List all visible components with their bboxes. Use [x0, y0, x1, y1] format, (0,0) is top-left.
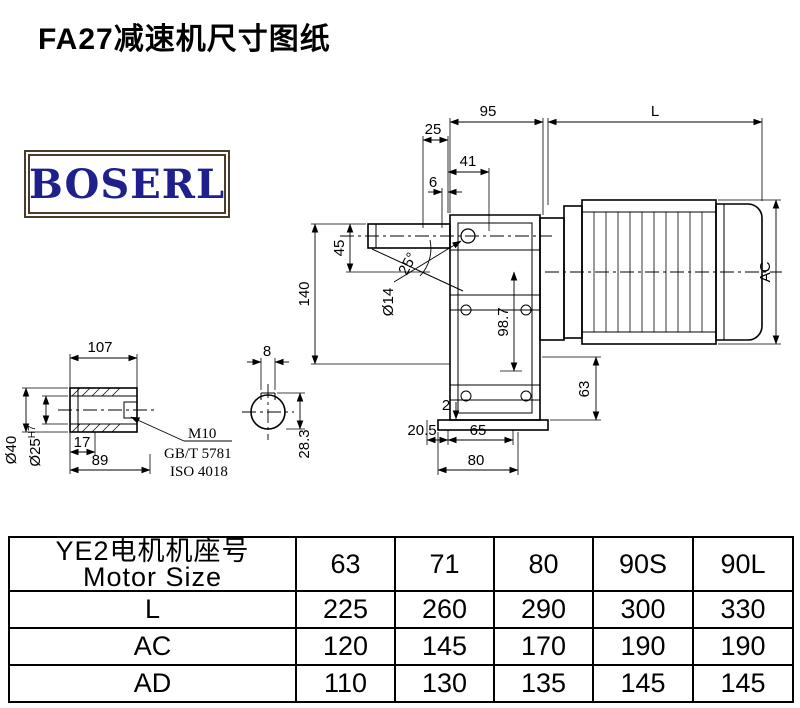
boserl-logo: BOSERL [24, 150, 230, 218]
column-header: 90S [592, 536, 694, 592]
table-header-row: YE2电机机座号 Motor Size 63 71 80 90S 90L [8, 536, 794, 592]
table-cell: 290 [493, 590, 594, 629]
label-m10: M10 [188, 426, 216, 442]
dim-angle-25deg: 25° [395, 250, 421, 278]
table-cell: 330 [692, 590, 794, 629]
dim-L: L [651, 103, 659, 120]
dim-89: 89 [92, 452, 109, 469]
table-cell: 260 [394, 590, 495, 629]
dimension-labels: 95 L 25 41 6 45 25° 140 Ø14 98.7 AC 63 2… [3, 103, 774, 480]
table-cell: 300 [592, 590, 694, 629]
table-cell: 110 [295, 664, 396, 703]
keyway-section [250, 392, 286, 430]
label-gb-standard: GB/T 5781 [164, 446, 232, 462]
table-cell: 130 [394, 664, 495, 703]
dim-AC: AC [757, 261, 774, 282]
table-cell: 120 [295, 627, 396, 666]
dia25-tolerance: H7 [27, 425, 38, 438]
table-cell: 190 [592, 627, 694, 666]
table-row: AC 120 145 170 190 190 [8, 627, 794, 666]
dimension-drawing: 95 L 25 41 6 45 25° 140 Ø14 98.7 AC 63 2… [3, 103, 782, 480]
row-label: L [8, 590, 297, 629]
column-header: 90L [692, 536, 794, 592]
table-cell: 135 [493, 664, 594, 703]
header-motor-size: YE2电机机座号 Motor Size [8, 536, 297, 592]
dim-dia14: Ø14 [380, 288, 397, 316]
column-header: 63 [295, 536, 396, 592]
extension-lines [22, 118, 781, 475]
column-header: 80 [493, 536, 594, 592]
dim-2: 2 [442, 397, 450, 414]
table-cell: 145 [692, 664, 794, 703]
dim-8: 8 [263, 343, 271, 360]
dim-80: 80 [468, 452, 485, 469]
table-row: AD 110 130 135 145 145 [8, 664, 794, 703]
header-cn: YE2电机机座号 [55, 536, 250, 566]
row-label: AC [8, 627, 297, 666]
dim-95: 95 [480, 103, 497, 120]
dim-20-5: 20.5 [407, 422, 436, 439]
dim-17: 17 [74, 434, 91, 451]
table-cell: 190 [692, 627, 794, 666]
gearbox-outline [367, 214, 549, 431]
shaft-detail-outline [69, 387, 138, 433]
logo-text: BOSERL [28, 160, 226, 208]
header-en: Motor Size [82, 562, 223, 592]
dim-6: 6 [429, 174, 437, 191]
motor-size-table: YE2电机机座号 Motor Size 63 71 80 90S 90L L 2… [8, 536, 794, 703]
dim-dia25-h7: Ø25H7 [27, 425, 44, 467]
dim-45: 45 [331, 240, 348, 257]
dia25-value: Ø25 [27, 438, 44, 466]
motor-outline [539, 199, 763, 345]
dim-107: 107 [87, 339, 112, 356]
table-cell: 145 [592, 664, 694, 703]
table-cell: 145 [394, 627, 495, 666]
dim-25: 25 [425, 121, 442, 138]
page-title: FA27减速机尺寸图纸 [38, 23, 331, 56]
table-cell: 170 [493, 627, 594, 666]
label-iso-standard: ISO 4018 [170, 464, 228, 480]
table-row: L 225 260 290 300 330 [8, 590, 794, 629]
dim-28-3: 28.3 [296, 429, 313, 458]
dim-98-7: 98.7 [495, 307, 512, 336]
dim-140: 140 [296, 281, 313, 306]
dim-65: 65 [470, 422, 487, 439]
dim-41: 41 [460, 153, 477, 170]
dim-dia40: Ø40 [3, 436, 20, 464]
dimension-lines [22, 118, 780, 474]
table-cell: 225 [295, 590, 396, 629]
row-label: AD [8, 664, 297, 703]
dim-63: 63 [576, 381, 593, 398]
column-header: 71 [394, 536, 495, 592]
